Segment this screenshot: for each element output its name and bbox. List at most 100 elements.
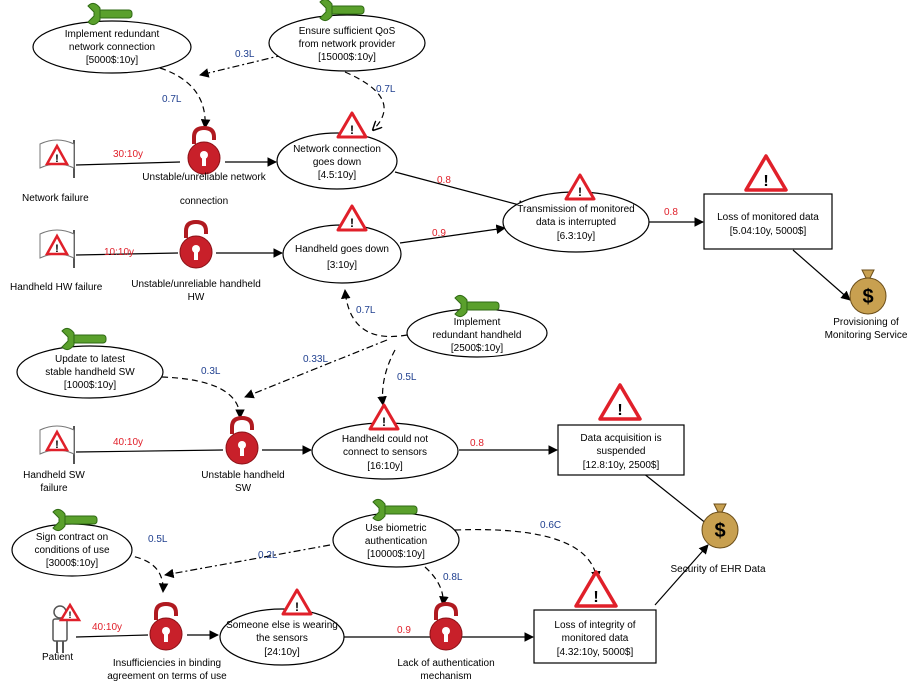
incident-text: suspended	[597, 446, 646, 457]
treatment-text: stable handheld SW	[45, 367, 135, 378]
treatment-redundant-handheld: Implement redundant handheld [2500$:10y]	[406, 294, 548, 358]
scenario-value: [4.5:10y]	[318, 170, 357, 181]
treatment-biometric: Use biometric authentication [10000$:10y…	[332, 498, 460, 568]
edge-contract-binding	[124, 554, 169, 593]
incident-data-acquisition: ! Data acquisition is suspended [12.8:10…	[557, 383, 685, 476]
scenario-text: goes down	[313, 157, 361, 168]
warning-mark: !	[350, 216, 354, 230]
warning-mark: !	[295, 600, 299, 614]
scenario-transmission-interrupted: ! Transmission of monitored data is inte…	[502, 173, 650, 253]
wrench-icon	[454, 294, 500, 318]
incident-value: [5.04:10y, 5000$]	[730, 226, 807, 237]
person-icon: !	[52, 602, 82, 653]
treatment-text: Sign contract on	[36, 532, 108, 543]
vuln-network: Unstable/unreliable network connection	[142, 125, 267, 207]
edge-netfail-vuln	[75, 161, 181, 166]
svg-text:!: !	[55, 243, 59, 255]
asset-label: Security of EHR Data	[670, 564, 765, 575]
treatment-text: Implement	[454, 317, 501, 328]
vuln-handheld-sw: Unstable handheld SW	[201, 415, 285, 494]
treatment-value: [5000$:10y]	[86, 55, 138, 66]
svg-text:!: !	[55, 153, 59, 165]
treatment-text: network connection	[69, 42, 155, 53]
cond-label: 0.7L	[376, 84, 396, 95]
cond-label: 0.6C	[540, 520, 561, 531]
incident-text: Loss of monitored data	[717, 212, 819, 223]
warning-icon	[368, 403, 400, 431]
wrench-icon	[319, 0, 365, 22]
freq-label: 30:10y	[113, 149, 143, 160]
scenario-someone-wearing: ! Someone else is wearing the sensors [2…	[219, 588, 345, 666]
cond-label: 0.5L	[148, 534, 168, 545]
edge-redhh-hhdown	[341, 289, 408, 338]
scenario-text: Someone else is wearing	[226, 620, 338, 631]
freq-label: 40:10y	[92, 622, 122, 633]
warning-mark: !	[578, 185, 582, 199]
wrench-icon	[87, 2, 133, 26]
treatment-text: Update to latest	[55, 354, 125, 365]
warning-mark: !	[763, 173, 768, 190]
cond-label: 0.33L	[303, 354, 328, 365]
warning-icon	[336, 204, 368, 232]
vuln-label: Unstable/unreliable handheld	[131, 279, 261, 290]
edge-redhh-sensors	[377, 349, 396, 406]
threat-handheld-sw: ! Handheld SW failure	[23, 425, 85, 494]
padlock-icon	[225, 415, 259, 465]
edge-netdown-trans	[394, 171, 528, 210]
asset-label: Provisioning of	[833, 317, 899, 328]
edge-qos-netdown	[344, 71, 385, 130]
warning-mark: !	[593, 589, 598, 606]
treatment-update-handheld-sw: Update to latest stable handheld SW [100…	[16, 327, 164, 399]
incident-value: [12.8:10y, 2500$]	[583, 460, 660, 471]
threat-label: failure	[40, 483, 68, 494]
cond-label: 0.2L	[258, 550, 278, 561]
prob-label: 0.8	[437, 175, 451, 186]
edge-update-hhsw	[161, 376, 245, 419]
vuln-label: Lack of authentication	[397, 658, 494, 669]
cond-label: 0.8L	[443, 572, 463, 583]
scenario-network-down: ! Network connection goes down [4.5:10y]	[276, 111, 398, 190]
scenario-text: Handheld goes down	[295, 244, 389, 255]
vuln-binding-agreement: Insufficiencies in binding agreement on …	[107, 601, 227, 682]
edge-acq-ehr	[642, 472, 713, 529]
treatment-value: [2500$:10y]	[451, 343, 503, 354]
treatment-text: redundant handheld	[433, 330, 522, 341]
warning-icon	[336, 111, 368, 139]
svg-text:$: $	[862, 286, 873, 308]
treatment-text: Use biometric	[365, 523, 426, 534]
freq-label: 40:10y	[113, 437, 143, 448]
vuln-label: mechanism	[420, 671, 471, 682]
wrench-icon	[61, 327, 107, 351]
vuln-label: Unstable/unreliable network	[142, 172, 266, 183]
threat-label: Handheld HW failure	[10, 282, 103, 293]
incident-loss-integrity: ! Loss of integrity of monitored data [4…	[533, 570, 657, 664]
incident-text: monitored data	[562, 633, 629, 644]
warning-mark: !	[382, 415, 386, 429]
money-bag-icon: $	[701, 503, 739, 549]
asset-provisioning: $ Provisioning of Monitoring Service	[825, 269, 907, 341]
treatment-value: [1000$:10y]	[64, 380, 116, 391]
prob-label: 0.8	[664, 207, 678, 218]
treatment-contract: Sign contract on conditions of use [3000…	[11, 508, 133, 577]
incident-text: Loss of integrity of	[554, 620, 635, 631]
edge-patient-vuln	[75, 634, 149, 638]
scenario-text: the sensors	[256, 633, 308, 644]
asset-label: Monitoring Service	[825, 330, 907, 341]
padlock-icon	[179, 219, 213, 269]
vuln-label: agreement on terms of use	[107, 671, 227, 682]
scenario-value: [24:10y]	[264, 647, 300, 658]
prob-label: 0.8	[470, 438, 484, 449]
threat-handheld-hw: ! Handheld HW failure	[10, 229, 103, 293]
vuln-authentication: Lack of authentication mechanism	[397, 601, 495, 682]
edge-hhdown-trans	[399, 224, 506, 244]
edge-qos-netvuln	[199, 54, 284, 78]
scenario-value: [6.3:10y]	[557, 231, 596, 242]
vuln-handheld-hw: Unstable/unreliable handheld HW	[131, 219, 261, 303]
vuln-label: HW	[188, 292, 205, 303]
scenario-text: connect to sensors	[343, 447, 427, 458]
treatment-text: from network provider	[299, 39, 396, 50]
svg-text:!: !	[55, 439, 59, 451]
edge-bio-authvuln	[424, 566, 449, 606]
warning-icon	[744, 154, 788, 192]
